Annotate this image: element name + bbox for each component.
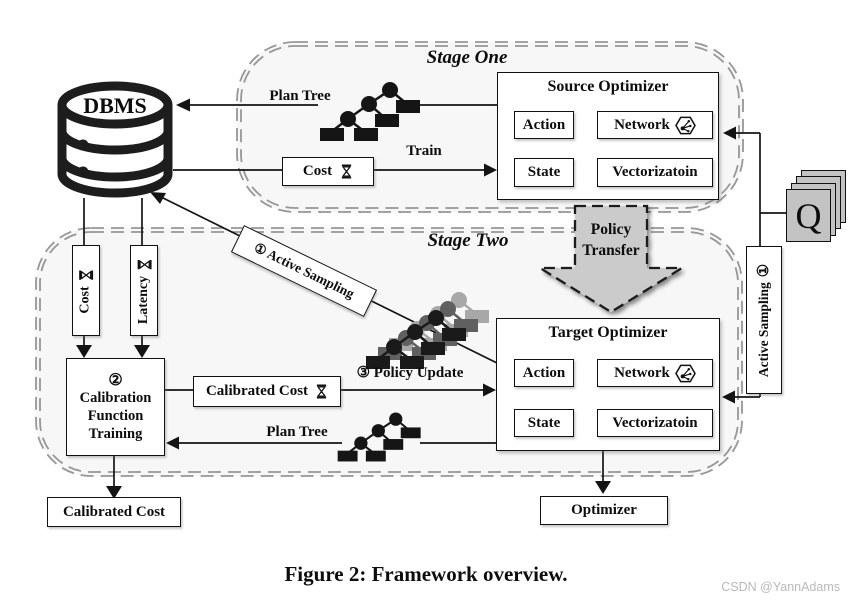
stage-one-title: Stage One: [426, 47, 508, 68]
stage-two-title: Stage Two: [427, 230, 509, 251]
policy-transfer-line2: Transfer: [582, 242, 640, 259]
query-stack: Q: [786, 170, 846, 243]
calibration-line3: Training: [88, 425, 143, 442]
target-optimizer-box: Target Optimizer Action Network State Ve…: [496, 318, 720, 451]
source-vectorization-box: Vectorizatoin: [597, 158, 713, 187]
cost-feedback-label: Cost: [302, 163, 333, 179]
plan-tree-top-label: Plan Tree: [269, 88, 331, 104]
circled-one-icon: ①: [756, 263, 773, 277]
optimizer-output-box: Optimizer: [540, 496, 668, 525]
source-network-label: Network: [614, 116, 670, 133]
plan-tree-icon-stage-two: [336, 411, 422, 463]
latency-pipe-label: Latency: [136, 275, 151, 324]
watermark: CSDN @YannAdams: [721, 580, 840, 594]
calibration-function-training-box: ② Calibration Function Training: [66, 358, 165, 456]
cost-feedback-box: Cost: [282, 157, 374, 186]
target-network-label: Network: [614, 364, 670, 381]
source-network-box: Network: [597, 111, 713, 139]
sampled-plan-trees-cluster: [364, 290, 491, 371]
hourglass-icon: [79, 268, 94, 281]
query-letter: Q: [795, 195, 822, 236]
calibrated-cost-label: Calibrated Cost: [205, 383, 309, 399]
policy-transfer-label: Policy Transfer: [551, 219, 671, 261]
calibration-line1: Calibration: [79, 390, 152, 407]
policy-update-label: ③ Policy Update: [356, 365, 464, 381]
target-state-box: State: [514, 409, 574, 437]
circled-two-icon: ②: [108, 371, 123, 389]
calibrated-cost-output-box: Calibrated Cost: [47, 497, 181, 527]
hourglass-icon: [137, 257, 152, 270]
target-action-box: Action: [514, 359, 574, 387]
source-optimizer-box: Source Optimizer Action Network State Ve…: [497, 72, 719, 200]
active-sampling-diagonal-label: ① Active Sampling: [230, 225, 378, 317]
hourglass-icon: [340, 164, 353, 179]
query-card-front: Q: [786, 189, 831, 242]
latency-pipe: Latency: [130, 245, 158, 336]
target-vectorization-box: Vectorizatoin: [597, 409, 713, 437]
network-hexagon-icon: [675, 116, 696, 135]
source-action-box: Action: [514, 111, 574, 139]
hourglass-icon: [315, 384, 328, 399]
source-state-box: State: [514, 158, 574, 187]
target-network-box: Network: [597, 359, 713, 387]
network-hexagon-icon: [675, 364, 696, 383]
cost-pipe: Cost: [72, 245, 100, 336]
active-sampling-vertical-box: Active Sampling ①: [746, 246, 782, 394]
cost-pipe-label: Cost: [78, 285, 94, 314]
active-sampling-vertical-label: Active Sampling: [756, 281, 771, 377]
target-optimizer-title: Target Optimizer: [548, 324, 668, 341]
calibration-line2: Function: [87, 407, 144, 424]
plan-tree-bottom-label: Plan Tree: [266, 424, 328, 440]
figure-caption: Figure 2: Framework overview.: [284, 562, 568, 586]
dbms-label: DBMS: [83, 93, 147, 118]
policy-transfer-line1: Policy: [590, 221, 632, 238]
calibrated-cost-box: Calibrated Cost: [193, 376, 341, 407]
train-label: Train: [406, 143, 442, 159]
source-optimizer-title: Source Optimizer: [547, 78, 669, 95]
